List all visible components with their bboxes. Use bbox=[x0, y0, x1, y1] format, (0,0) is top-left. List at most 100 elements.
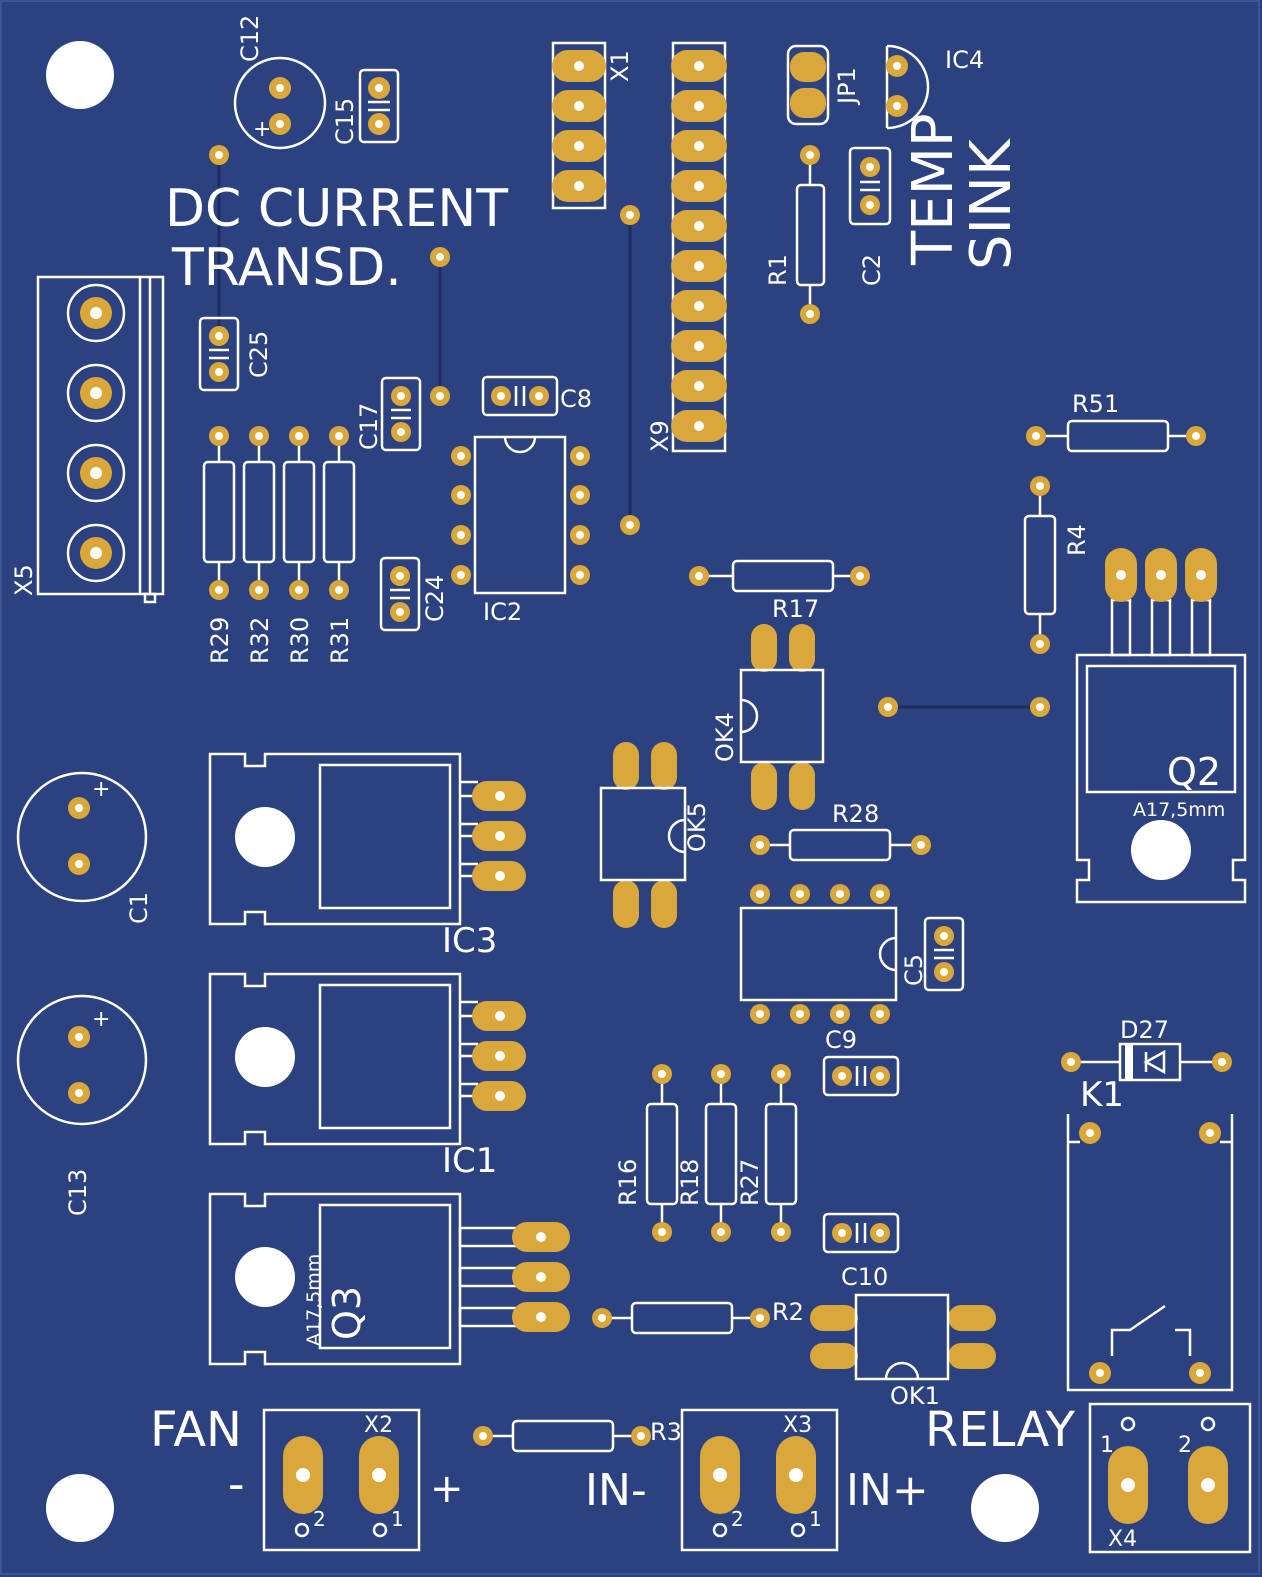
label-x3: X3 bbox=[783, 1413, 812, 1438]
label-c12: C12 bbox=[236, 15, 264, 62]
label-k1: K1 bbox=[1080, 1075, 1124, 1115]
label-x4: X4 bbox=[1108, 1527, 1137, 1552]
capacitor-c12: + C12 bbox=[233, 15, 327, 150]
label-x9: X9 bbox=[646, 420, 674, 452]
label-c17: C17 bbox=[355, 403, 383, 450]
in-plus-label: IN+ bbox=[846, 1465, 929, 1516]
capacitor-c1: + C1 bbox=[16, 771, 153, 924]
label-ic2: IC2 bbox=[483, 598, 522, 626]
capacitor-c13: + C13 bbox=[16, 994, 148, 1216]
resistor-r18: R18 bbox=[676, 1064, 738, 1242]
polarity-plus: + bbox=[92, 777, 110, 802]
label-r18: R18 bbox=[676, 1159, 704, 1206]
capacitor-c10: C10 bbox=[822, 1212, 900, 1291]
label-r31: R31 bbox=[326, 617, 354, 664]
heatsink-note-q3: A17,5mm bbox=[303, 1254, 325, 1346]
connector-x4: 1 2 X4 bbox=[1088, 1402, 1252, 1554]
header-x9: X9 bbox=[646, 41, 727, 453]
label-r3: R3 bbox=[650, 1418, 682, 1446]
capacitor-c2: C2 bbox=[848, 146, 892, 286]
capacitor-c17: C17 bbox=[355, 376, 422, 452]
transistor-q3: Q3 A17,5mm bbox=[208, 1192, 570, 1366]
sensor-ic4: IC4 bbox=[885, 44, 984, 130]
label-r32: R32 bbox=[246, 617, 274, 664]
mounting-hole-top-left bbox=[46, 41, 114, 109]
resistor-r17: R17 bbox=[689, 559, 870, 623]
fan-minus-label: - bbox=[228, 1457, 245, 1511]
jumper-jp1: JP1 bbox=[786, 44, 861, 126]
capacitor-c9: C9 bbox=[822, 1026, 900, 1097]
resistor-r3: R3 bbox=[473, 1418, 682, 1453]
label-r29: R29 bbox=[206, 617, 234, 664]
mounting-hole-bottom-right bbox=[971, 1474, 1039, 1542]
header-x1: X1 bbox=[551, 41, 634, 210]
resistor-r2: R2 bbox=[592, 1298, 804, 1335]
label-x5: X5 bbox=[10, 564, 38, 596]
label-ok5: OK5 bbox=[683, 802, 711, 852]
transistor-q2: Q2 A17,5mm bbox=[1075, 548, 1247, 904]
label-q2: Q2 bbox=[1167, 750, 1221, 794]
optocoupler-ok1: OK1 bbox=[810, 1293, 996, 1410]
fan-plus-label: + bbox=[430, 1466, 464, 1512]
label-r30: R30 bbox=[286, 617, 314, 664]
connector-x2: 2 1 X2 bbox=[262, 1408, 421, 1552]
label-d27: D27 bbox=[1120, 1016, 1169, 1044]
diode-d27: D27 bbox=[1061, 1016, 1232, 1082]
label-ok1: OK1 bbox=[890, 1382, 940, 1410]
capacitor-c8: C8 bbox=[481, 375, 592, 417]
pin2-label: 2 bbox=[313, 1507, 326, 1531]
temp-label: TEMP bbox=[901, 113, 966, 266]
regulator-ic1: IC1 bbox=[208, 972, 526, 1181]
resistor-r28: R28 bbox=[750, 800, 931, 862]
terminal-block-x5: X5 bbox=[10, 275, 165, 604]
label-ic4: IC4 bbox=[945, 46, 984, 74]
resistor-r29: R29 bbox=[202, 426, 236, 664]
label-ok4: OK4 bbox=[711, 712, 739, 762]
relay-label: RELAY bbox=[925, 1402, 1076, 1458]
board-title-line1: DC CURRENT bbox=[165, 179, 508, 239]
pin2-label: 2 bbox=[731, 1507, 744, 1531]
label-c15: C15 bbox=[331, 98, 359, 145]
label-c25: C25 bbox=[245, 331, 273, 378]
resistor-r1: R1 bbox=[764, 145, 826, 324]
label-c8: C8 bbox=[560, 385, 592, 413]
ic-dip8-middle bbox=[739, 884, 898, 1024]
label-ic3: IC3 bbox=[442, 921, 497, 961]
regulator-ic3: IC3 bbox=[208, 752, 526, 961]
label-r16: R16 bbox=[614, 1159, 642, 1206]
label-q3: Q3 bbox=[325, 1286, 369, 1340]
label-c5: C5 bbox=[900, 954, 928, 986]
pin1-label: 1 bbox=[809, 1507, 822, 1531]
resistor-r31: R31 bbox=[322, 426, 356, 664]
label-c1: C1 bbox=[125, 892, 153, 924]
resistor-r4: R4 bbox=[1023, 476, 1091, 654]
resistor-r30: R30 bbox=[282, 426, 316, 664]
label-c13: C13 bbox=[64, 1169, 92, 1216]
board-title-line2: TRANSD. bbox=[171, 238, 402, 298]
label-r17: R17 bbox=[772, 595, 819, 623]
label-r2: R2 bbox=[772, 1298, 804, 1326]
label-c10: C10 bbox=[841, 1263, 888, 1291]
polarity-plus: + bbox=[253, 117, 271, 142]
label-r28: R28 bbox=[832, 800, 879, 828]
resistor-r32: R32 bbox=[242, 426, 276, 664]
connector-x3: 2 1 X3 bbox=[680, 1408, 839, 1552]
ic-ic2: IC2 bbox=[451, 435, 590, 626]
capacitor-c5: C5 bbox=[900, 916, 965, 992]
polarity-plus: + bbox=[92, 1007, 110, 1032]
pin1-label: 1 bbox=[391, 1507, 404, 1531]
optocoupler-ok5: OK5 bbox=[599, 742, 711, 928]
label-c24: C24 bbox=[421, 575, 449, 622]
label-r51: R51 bbox=[1072, 390, 1119, 418]
resistor-r51: R51 bbox=[1026, 390, 1206, 453]
pin1-label: 1 bbox=[1100, 1433, 1114, 1458]
label-r27: R27 bbox=[736, 1159, 764, 1206]
relay-k1: K1 bbox=[1066, 1075, 1234, 1392]
heatsink-note-q2: A17,5mm bbox=[1133, 799, 1225, 821]
label-x1: X1 bbox=[606, 50, 634, 82]
label-r1: R1 bbox=[764, 254, 792, 286]
resistor-r16: R16 bbox=[614, 1064, 679, 1242]
label-jp1: JP1 bbox=[833, 67, 861, 106]
